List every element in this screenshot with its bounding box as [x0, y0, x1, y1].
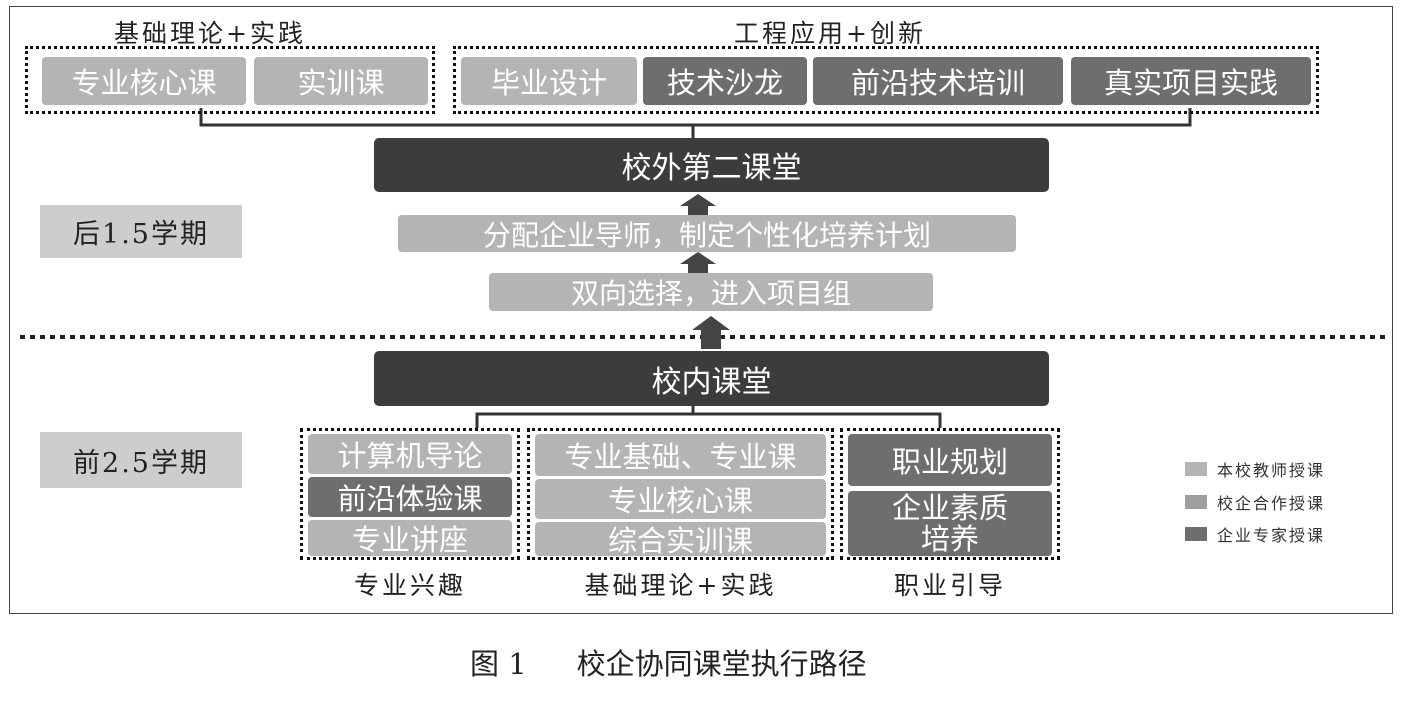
legend-swatch	[1185, 527, 1207, 541]
arrow-up-icon	[692, 316, 730, 349]
legend-label: 本校教师授课	[1217, 461, 1326, 480]
box-career-planning: 职业规划	[848, 434, 1052, 486]
caption-number: 图 1	[470, 647, 527, 681]
legend-swatch	[1185, 495, 1207, 509]
term-later: 后1.5学期	[40, 205, 242, 258]
box-frontier-experience: 前沿体验课	[308, 477, 512, 517]
box-core-course-bottom: 专业核心课	[535, 479, 826, 519]
box-quality-training: 企业素质 培养	[848, 491, 1052, 556]
group-engineering: 毕业设计 技术沙龙 前沿技术培训 真实项目实践	[453, 46, 1319, 114]
box-comprehensive-training: 综合实训课	[535, 522, 826, 558]
box-frontier-training: 前沿技术培训	[813, 57, 1063, 105]
box-outside-classroom: 校外第二课堂	[374, 138, 1049, 192]
group-interest: 计算机导论 前沿体验课 专业讲座	[300, 428, 520, 560]
box-basic-professional: 专业基础、专业课	[535, 434, 826, 476]
group-title-engineering: 工程应用+创新	[734, 19, 926, 48]
box-lecture: 专业讲座	[308, 520, 512, 557]
legend: 本校教师授课 校企合作授课 企业专家授课	[1185, 456, 1375, 556]
group-basics-top: 专业核心课 实训课	[25, 46, 435, 114]
box-intro-computing: 计算机导论	[308, 434, 512, 474]
box-mentor-plan: 分配企业导师，制定个性化培养计划	[398, 215, 1016, 252]
box-graduation-design: 毕业设计	[461, 57, 637, 105]
box-core-course-top: 专业核心课	[42, 57, 246, 105]
legend-item-school-enterprise: 校企合作授课	[1185, 482, 1375, 522]
legend-label: 企业专家授课	[1217, 526, 1326, 545]
legend-item-school-teacher: 本校教师授课	[1185, 456, 1375, 482]
arrow-up-icon	[680, 194, 716, 215]
group-basics-bottom: 专业基础、专业课 专业核心课 综合实训课	[527, 428, 834, 560]
arrow-up-icon	[680, 252, 716, 273]
term-earlier: 前2.5学期	[40, 432, 242, 488]
group-career: 职业规划 企业素质 培养	[840, 428, 1060, 560]
legend-label: 校企合作授课	[1217, 494, 1326, 513]
group-title-basics-bottom: 基础理论+实践	[584, 571, 777, 600]
group-title-interest: 专业兴趣	[353, 571, 466, 600]
legend-item-enterprise-expert: 企业专家授课	[1185, 522, 1375, 546]
box-practical-training: 实训课	[254, 57, 428, 105]
figure-caption: 图 1 校企协同课堂执行路径	[470, 640, 867, 684]
box-real-project: 真实项目实践	[1071, 57, 1311, 105]
group-title-career: 职业引导	[893, 571, 1006, 600]
box-tech-salon: 技术沙龙	[643, 57, 807, 105]
caption-title: 校企协同课堂执行路径	[576, 647, 867, 681]
box-inside-classroom: 校内课堂	[374, 351, 1049, 406]
group-title-basics-top: 基础理论+实践	[114, 19, 306, 48]
box-two-way-selection: 双向选择，进入项目组	[489, 273, 933, 311]
legend-swatch	[1185, 462, 1207, 476]
